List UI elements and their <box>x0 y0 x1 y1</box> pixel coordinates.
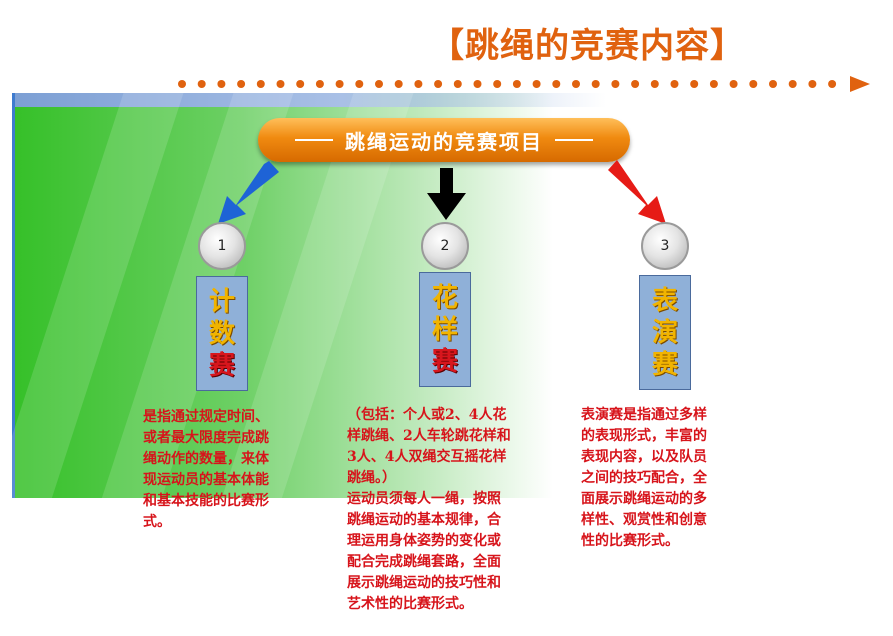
item-title-box-1: 计 数 赛 <box>196 276 248 391</box>
decorative-dot <box>572 80 580 88</box>
item-title-char: 表 <box>651 285 678 316</box>
item-title-char: 数 <box>208 318 235 349</box>
decorative-dot <box>296 80 305 88</box>
decorative-dot <box>493 80 502 88</box>
decorative-dot <box>217 80 226 88</box>
item-title-box-2: 花 样 赛 <box>419 272 471 387</box>
decorative-dot <box>197 80 206 88</box>
decorative-dot <box>631 80 640 88</box>
item-title-char: 赛 <box>431 346 458 377</box>
item-number-circle-1: 1 <box>198 222 246 270</box>
decorative-dot <box>355 80 364 88</box>
decorative-dot <box>237 80 246 88</box>
decorative-dot <box>828 80 837 88</box>
dotted-arrow-line <box>178 76 870 92</box>
item-number-circle-3: 3 <box>641 222 689 270</box>
competition-items-banner: 跳绳运动的竞赛项目 <box>258 118 630 162</box>
banner-label: 跳绳运动的竞赛项目 <box>345 129 543 154</box>
decorative-dot <box>611 80 620 88</box>
decorative-dot <box>749 80 758 88</box>
decorative-dot <box>729 80 738 88</box>
item-title-char: 花 <box>431 282 458 313</box>
item-title-char: 赛 <box>208 350 235 381</box>
item-title-char: 演 <box>651 317 678 348</box>
item-number-circle-2: 2 <box>421 222 469 270</box>
decorative-dot <box>591 80 600 88</box>
decorative-dot <box>434 80 443 88</box>
decorative-dot <box>690 80 699 88</box>
dotted-line-arrowhead-icon <box>850 76 870 92</box>
item-title-box-3: 表 演 赛 <box>639 275 691 390</box>
page-title: 【跳绳的竞赛内容】 <box>430 26 745 66</box>
item-title-char: 计 <box>208 286 235 317</box>
item-description-2: （包括：个人或2、4人花 样跳绳、2人车轮跳花样和 3人、4人双绳交互摇花样 跳… <box>347 407 511 612</box>
item-title-char: 赛 <box>651 349 678 380</box>
decorative-dot <box>512 80 521 88</box>
decorative-dot <box>532 80 541 88</box>
decorative-dot <box>414 80 423 88</box>
black-arrow-down-icon <box>427 168 466 220</box>
decorative-dot <box>769 80 777 88</box>
decorative-dot <box>453 80 462 88</box>
decorative-dot <box>473 80 482 88</box>
blue-arrow-left-icon <box>218 161 279 224</box>
decorative-dot <box>788 80 797 88</box>
decorative-dot <box>709 80 718 88</box>
decorative-dot <box>315 80 324 88</box>
decorative-dot <box>178 80 186 88</box>
red-arrow-right-icon <box>608 160 666 224</box>
decorative-dot <box>552 80 561 88</box>
decorative-dot <box>394 80 403 88</box>
decorative-dot <box>808 80 817 88</box>
decorative-dot <box>256 80 265 88</box>
item-title-char: 样 <box>431 314 458 345</box>
decorative-dot <box>375 80 383 88</box>
decorative-dot <box>276 80 285 88</box>
item-description-1: 是指通过规定时间、 或者最大限度完成跳 绳动作的数量，来体 现运动员的基本体能 … <box>143 409 269 530</box>
decorative-dot <box>670 80 679 88</box>
item-description-3: 表演赛是指通过多样 的表现形式，丰富的 表现内容，以及队员 之间的技巧配合，全 … <box>581 407 707 549</box>
decorative-dot <box>650 80 659 88</box>
decorative-dot <box>335 80 344 88</box>
